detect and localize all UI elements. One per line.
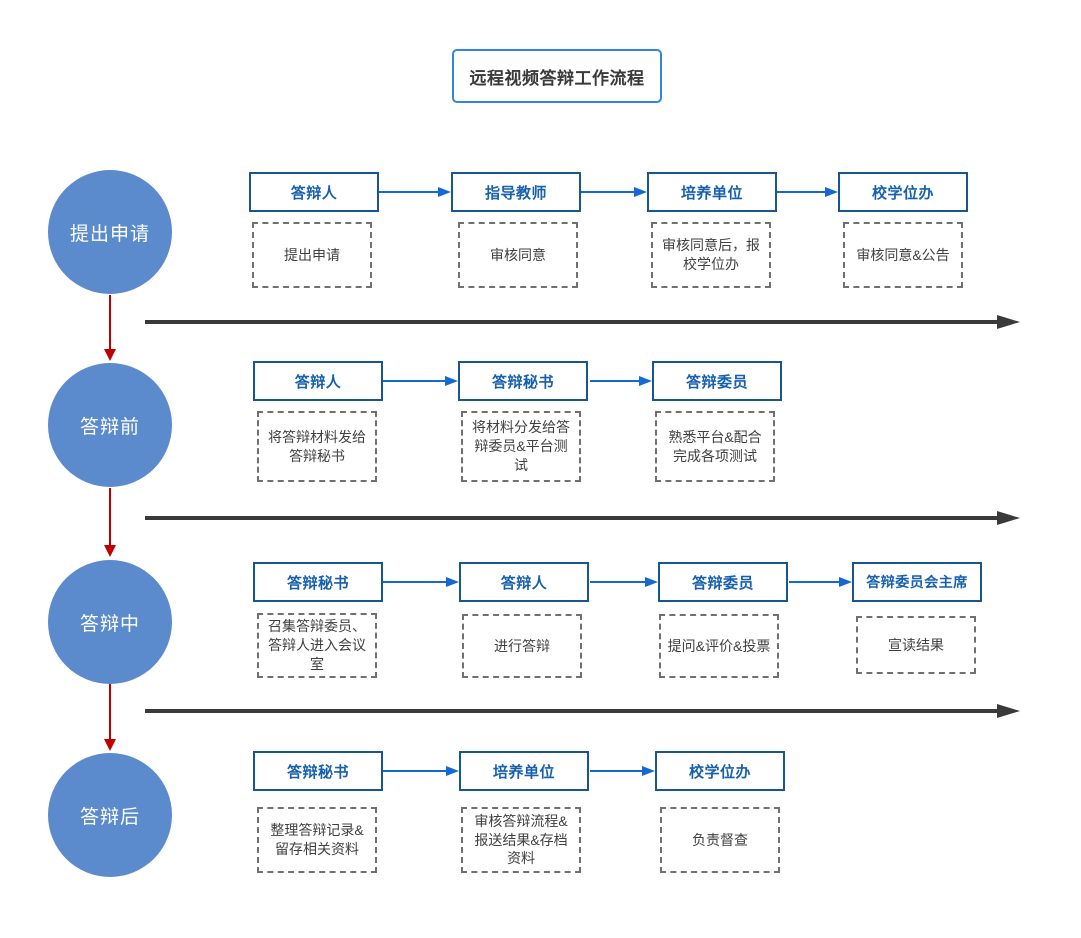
phase-circle-3: 答辩中: [48, 560, 172, 684]
role-box: 答辩人: [249, 172, 379, 212]
action-note: 提出申请: [252, 222, 372, 288]
action-note: 宣读结果: [856, 616, 976, 674]
action-note: 将材料分发给答辩委员&平台测试: [461, 411, 581, 482]
phase-flow-arrow-head: [104, 545, 116, 557]
action-note: 审核同意&公告: [843, 222, 963, 288]
role-box: 培养单位: [459, 751, 589, 791]
phase-flow-arrow-head: [104, 349, 116, 361]
action-note: 召集答辩委员、答辩人进入会议室: [257, 613, 377, 678]
action-note: 负责督查: [660, 807, 780, 873]
action-note: 审核答辩流程&报送结果&存档资料: [461, 807, 581, 873]
action-note: 提问&评价&投票: [659, 614, 779, 678]
diagram-title: 远程视频答辩工作流程: [452, 49, 662, 103]
phase-circle-2: 答辩前: [48, 363, 172, 487]
role-box: 答辩秘书: [253, 562, 383, 602]
role-box: 校学位办: [838, 172, 968, 212]
role-box: 答辩人: [459, 562, 589, 602]
action-note: 审核同意: [458, 222, 578, 288]
action-note: 审核同意后，报校学位办: [651, 222, 771, 288]
role-box: 答辩秘书: [458, 361, 588, 401]
connector-arrow-head: [446, 577, 459, 587]
connector-arrow-head: [446, 766, 459, 776]
connector-arrow-head: [634, 187, 647, 197]
phase-circle-4: 答辩后: [48, 753, 172, 877]
phase-flow-arrow-head: [104, 739, 116, 751]
connector-arrow-head: [445, 376, 458, 386]
role-box: 答辩秘书: [253, 751, 383, 791]
connector-arrow-head: [645, 577, 658, 587]
role-box: 答辩委员会主席: [852, 562, 982, 602]
connector-arrow-head: [438, 187, 451, 197]
separator-arrow-head: [997, 315, 1020, 329]
role-box: 校学位办: [655, 751, 785, 791]
connector-arrow-head: [825, 187, 838, 197]
action-note: 进行答辩: [462, 614, 582, 678]
role-box: 答辩委员: [652, 361, 782, 401]
separator-arrow-head: [997, 704, 1020, 718]
role-box: 答辩人: [253, 361, 383, 401]
role-box: 培养单位: [647, 172, 777, 212]
role-box: 指导教师: [451, 172, 581, 212]
action-note: 熟悉平台&配合完成各项测试: [655, 411, 775, 482]
action-note: 整理答辩记录&留存相关资料: [257, 807, 377, 873]
role-box: 答辩委员: [658, 562, 788, 602]
connector-arrow-head: [839, 577, 852, 587]
connector-arrow-head: [639, 376, 652, 386]
separator-arrow-head: [997, 511, 1020, 525]
connector-arrow-head: [642, 766, 655, 776]
action-note: 将答辩材料发给答辩秘书: [257, 411, 377, 482]
phase-circle-1: 提出申请: [48, 170, 172, 294]
